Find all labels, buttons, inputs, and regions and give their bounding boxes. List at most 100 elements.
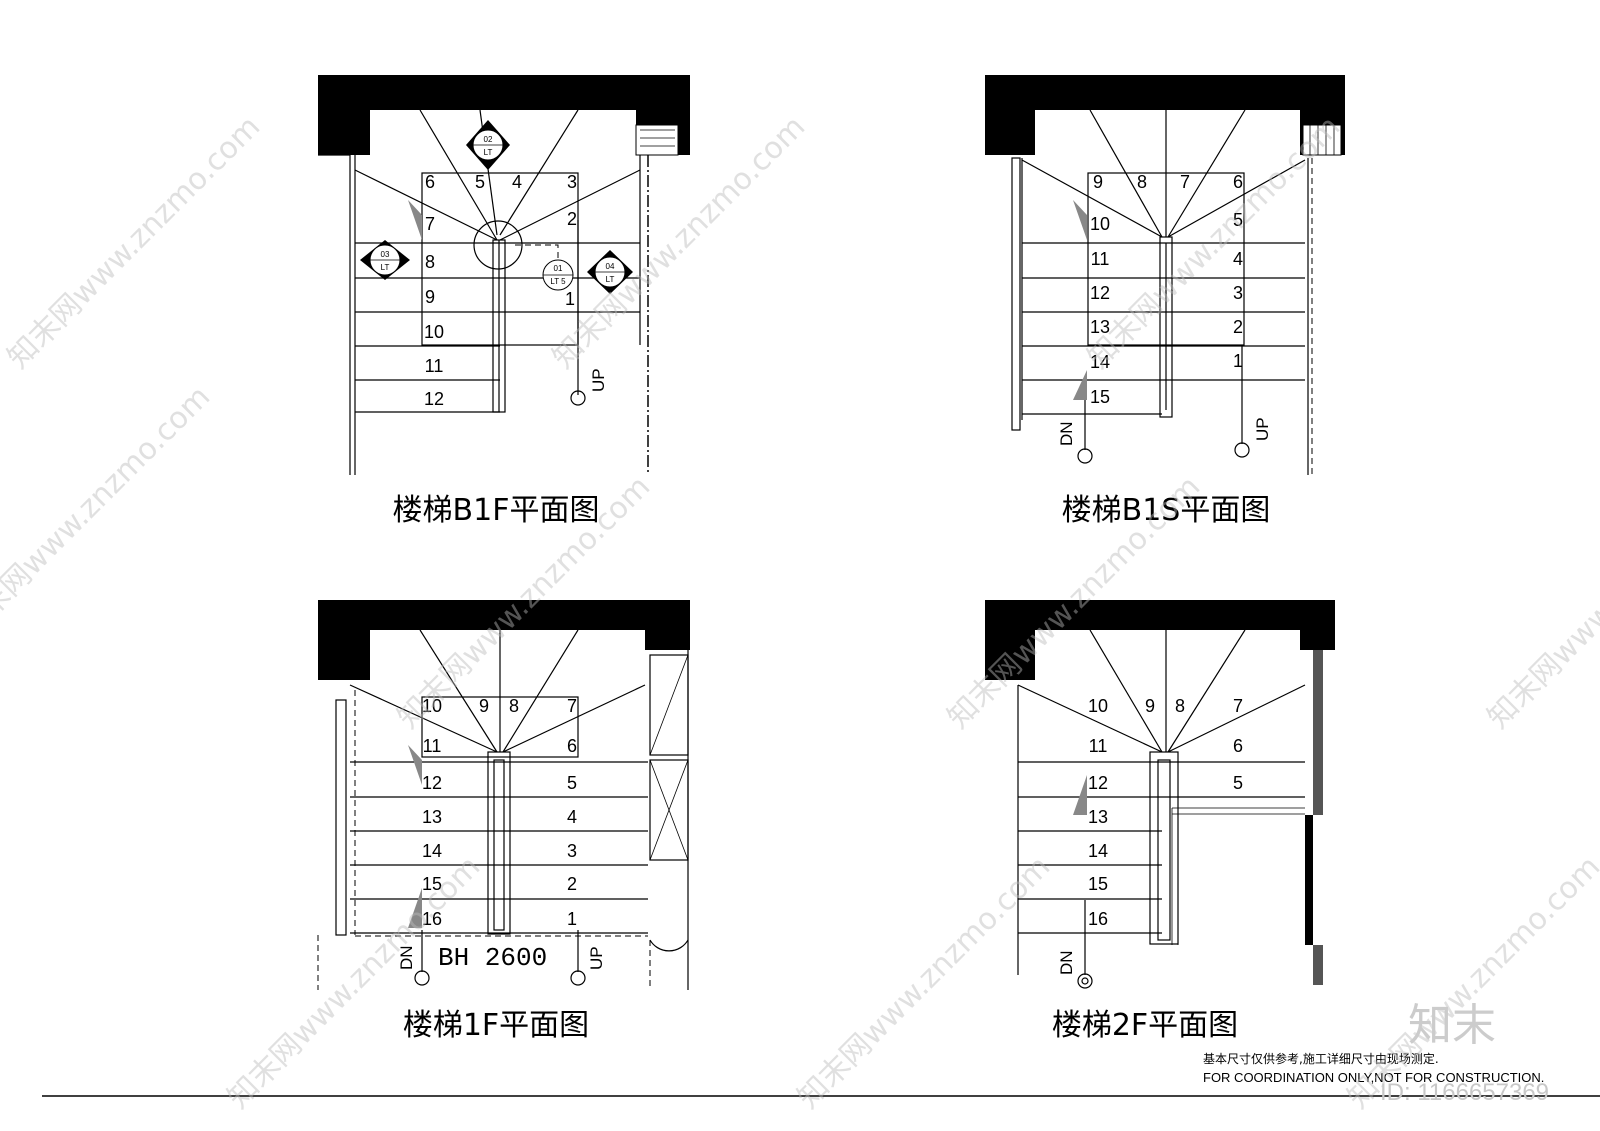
step-number: 6 [1233, 172, 1243, 192]
step-number: 15 [422, 874, 442, 894]
step-number: 11 [425, 356, 444, 376]
direction-arrow [1073, 200, 1087, 240]
step-number: 9 [1093, 172, 1103, 192]
step-number: 10 [1090, 214, 1110, 234]
step-number: 6 [1233, 736, 1243, 756]
step-number: 12 [1088, 773, 1108, 793]
watermark-text: 知末网www.znzmo.com [0, 379, 217, 645]
step-number: 10 [422, 696, 442, 716]
step-number: 4 [512, 172, 522, 192]
plan-b1f: 02 LT 03 LT 04 LT 01 LT 5 1 2 3 4 5 [318, 75, 690, 528]
direction-arrow [408, 200, 422, 240]
tag-sub: LT [484, 148, 493, 157]
watermark-layer: 知末网www.znzmo.com 知末网www.znzmo.com 知末网www… [0, 109, 1600, 1115]
step-number: 11 [423, 736, 442, 756]
dimension-text: BH 2600 [438, 943, 547, 973]
wall [985, 75, 1345, 155]
step-number: 3 [567, 841, 577, 861]
hatched-wall [1305, 815, 1313, 945]
step-number: 7 [1233, 696, 1243, 716]
watermark-text: 知末网www.znzmo.com [221, 849, 487, 1115]
step-number: 5 [567, 773, 577, 793]
tag-01: 01 LT 5 [515, 244, 574, 291]
step-number: 3 [567, 172, 577, 192]
step-number: 5 [475, 172, 485, 192]
step-number: 4 [1233, 249, 1243, 269]
step-number: 7 [425, 214, 435, 234]
up-label: UP [1253, 417, 1272, 441]
step-number: 9 [425, 287, 435, 307]
tag-sub: LT 5 [550, 277, 566, 286]
step-number: 13 [1090, 317, 1110, 337]
step-number: 1 [565, 289, 575, 309]
dn-label: DN [1057, 950, 1076, 975]
step-number: 8 [425, 252, 435, 272]
step-number: 8 [509, 696, 519, 716]
step-number: 6 [425, 172, 435, 192]
step-number: 3 [1233, 283, 1243, 303]
step-number: 7 [1180, 172, 1190, 192]
dn-label: DN [1057, 421, 1076, 446]
direction-arrow [1073, 775, 1087, 815]
step-number: 12 [1090, 283, 1110, 303]
dn-label: DN [397, 945, 416, 970]
step-number: 1 [567, 909, 577, 929]
tag-sub: LT [381, 263, 390, 272]
step-number: 12 [422, 773, 442, 793]
step-number: 9 [1145, 696, 1155, 716]
plan-title: 楼梯B1F平面图 [393, 493, 600, 528]
hatched-wall [1313, 945, 1323, 985]
plan-2f: 5 6 7 8 9 10 11 12 13 14 15 16 DN 楼梯2F平面… [985, 600, 1335, 1043]
tag-code: 03 [381, 250, 390, 259]
step-number: 13 [1088, 807, 1108, 827]
plan-1f: 1 2 3 4 5 6 7 8 9 10 11 12 13 14 15 16 D… [317, 600, 690, 1043]
direction-arrow [408, 745, 422, 785]
watermark-text: 知末网www.znzmo.com [1, 109, 267, 375]
step-number: 12 [424, 389, 444, 409]
step-number: 10 [424, 322, 444, 342]
step-number: 7 [567, 696, 577, 716]
tag-code: 01 [554, 264, 563, 273]
step-number: 8 [1137, 172, 1147, 192]
direction-arrow [408, 888, 422, 928]
plan-title: 楼梯B1S平面图 [1062, 493, 1271, 528]
step-number: 9 [479, 696, 489, 716]
step-number: 15 [1088, 874, 1108, 894]
step-number: 8 [1175, 696, 1185, 716]
tag-04: 04 LT [587, 250, 633, 294]
hatched-wall [1313, 650, 1323, 815]
wall [318, 600, 690, 680]
up-label: UP [587, 946, 606, 970]
plan-title: 楼梯1F平面图 [403, 1008, 589, 1043]
watermark-text: 知末网www.znzmo.com [791, 849, 1057, 1115]
step-number: 2 [1233, 317, 1243, 337]
step-number: 14 [1090, 352, 1110, 372]
watermark-text: 知末网www.znzmo.com [1481, 469, 1600, 735]
step-number: 2 [567, 874, 577, 894]
step-number: 5 [1233, 773, 1243, 793]
note-chinese: 基本尺寸仅供参考,施工详细尺寸由现场测定. [1203, 1051, 1439, 1066]
watermark-logo: 知末 [1408, 1000, 1496, 1051]
tag-sub: LT [606, 275, 615, 284]
tag-code: 02 [484, 135, 493, 144]
step-number: 11 [1091, 249, 1110, 269]
step-number: 14 [422, 841, 442, 861]
plan-title: 楼梯2F平面图 [1052, 1008, 1238, 1043]
step-number: 6 [567, 736, 577, 756]
step-number: 11 [1089, 736, 1108, 756]
step-number: 16 [1088, 909, 1108, 929]
step-number: 13 [422, 807, 442, 827]
hatched-wall [635, 124, 679, 156]
tag-02: 02 LT [466, 120, 510, 170]
step-number: 10 [1088, 696, 1108, 716]
step-number: 5 [1233, 210, 1243, 230]
step-number: 16 [422, 909, 442, 929]
up-label: UP [589, 368, 608, 392]
step-number: 14 [1088, 841, 1108, 861]
plan-b1s: 1 2 3 4 5 6 7 8 9 10 11 12 13 14 15 DN U… [985, 75, 1345, 528]
note-english: FOR COORDINATION ONLY,NOT FOR CONSTRUCTI… [1203, 1070, 1544, 1085]
step-number: 4 [567, 807, 577, 827]
step-number: 15 [1090, 387, 1110, 407]
wall [318, 75, 690, 155]
